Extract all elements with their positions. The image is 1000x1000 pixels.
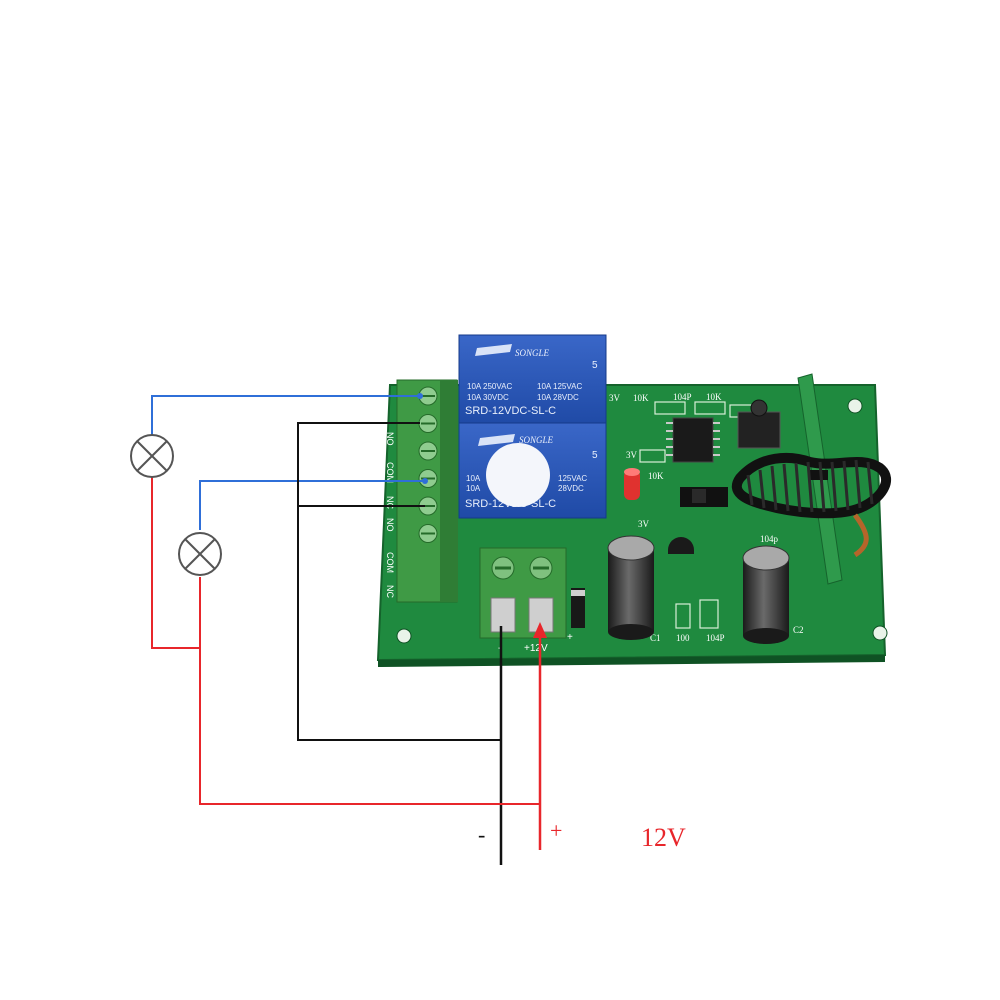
black-wire-com1 <box>297 422 500 741</box>
power-plus-silk: +12V <box>524 643 548 654</box>
silk-v1: 3V <box>609 393 621 403</box>
terminal-label: COM <box>385 462 395 483</box>
relay-2-rating-l1: 10A <box>466 474 481 483</box>
lamp-2 <box>178 532 222 576</box>
diode <box>571 588 585 628</box>
silk-r1: 10K <box>633 393 649 403</box>
relay-2: SONGLE 5 10A 10A 125VAC 28VDC SRD-12VDC-… <box>458 422 607 519</box>
mount-hole <box>872 625 888 641</box>
terminal-label: NO <box>385 518 395 532</box>
antenna-coil <box>731 452 891 558</box>
silk-c2: C2 <box>793 625 804 635</box>
relay-1: SONGLE 5 10A 250VAC 10A 30VDC 10A 125VAC… <box>458 334 607 426</box>
ic-chip <box>666 417 720 463</box>
silk-v3: 3V <box>638 519 650 529</box>
relay-sticker <box>486 443 550 507</box>
red-wire-lamp2 <box>199 577 540 805</box>
relay-1-model: SRD-12VDC-SL-C <box>465 405 556 417</box>
mount-hole <box>396 628 412 644</box>
status-led <box>624 468 640 500</box>
learn-button[interactable] <box>737 399 781 449</box>
terminal-label: NC <box>385 496 395 509</box>
relay-1-mark: 5 <box>592 360 598 371</box>
capacitor-c1 <box>607 535 655 640</box>
blue-wire-lamp1 <box>151 395 420 435</box>
red-wire-lamp1 <box>151 476 200 649</box>
silk-r2: 10K <box>706 392 722 402</box>
jumper-header <box>680 487 728 507</box>
relay-2-brand: SONGLE <box>519 435 554 445</box>
power-minus-silk: - <box>498 643 501 654</box>
relay-2-rating-r2: 28VDC <box>558 484 584 493</box>
relay-1-rating-r2: 10A 28VDC <box>537 393 579 402</box>
relay-1-rating-r1: 10A 125VAC <box>537 382 582 391</box>
relay-1-brand: SONGLE <box>515 348 550 358</box>
relay-2-rating-l2: 10A <box>466 484 481 493</box>
relay-1-rating-l2: 10A 30VDC <box>467 393 509 402</box>
terminal-label: NO <box>385 432 395 446</box>
silk-cap3: 104p <box>760 534 779 544</box>
silk-v2: 3V <box>626 450 638 460</box>
wiring <box>151 393 547 865</box>
silk-cap1: 104P <box>673 392 692 402</box>
label-voltage: 12V <box>641 823 686 852</box>
silk-c1: C1 <box>650 633 661 643</box>
positive-arrow <box>533 622 547 638</box>
transistor <box>668 537 694 554</box>
label-plus: + <box>550 818 562 843</box>
relay-2-mark: 5 <box>592 450 598 461</box>
silk-r3: 10K <box>648 471 664 481</box>
terminal-label: COM <box>385 552 395 573</box>
lamp-1 <box>130 434 174 478</box>
power-terminal: - +12V + <box>479 547 573 654</box>
relay-2-rating-r1: 125VAC <box>558 474 587 483</box>
terminal-label: NC <box>385 585 395 598</box>
label-minus: - <box>478 822 485 847</box>
blue-wire-lamp2 <box>199 480 425 530</box>
relay-1-rating-l1: 10A 250VAC <box>467 382 512 391</box>
silk-cap2: 104P <box>706 633 725 643</box>
pcb-edge <box>378 655 885 667</box>
capacitor-c2 <box>742 545 790 644</box>
silk-res100: 100 <box>676 633 690 643</box>
mount-hole <box>847 398 863 414</box>
power-plus-side: + <box>567 632 573 643</box>
output-terminal-block: NO COM NC NO COM NC <box>385 379 458 603</box>
